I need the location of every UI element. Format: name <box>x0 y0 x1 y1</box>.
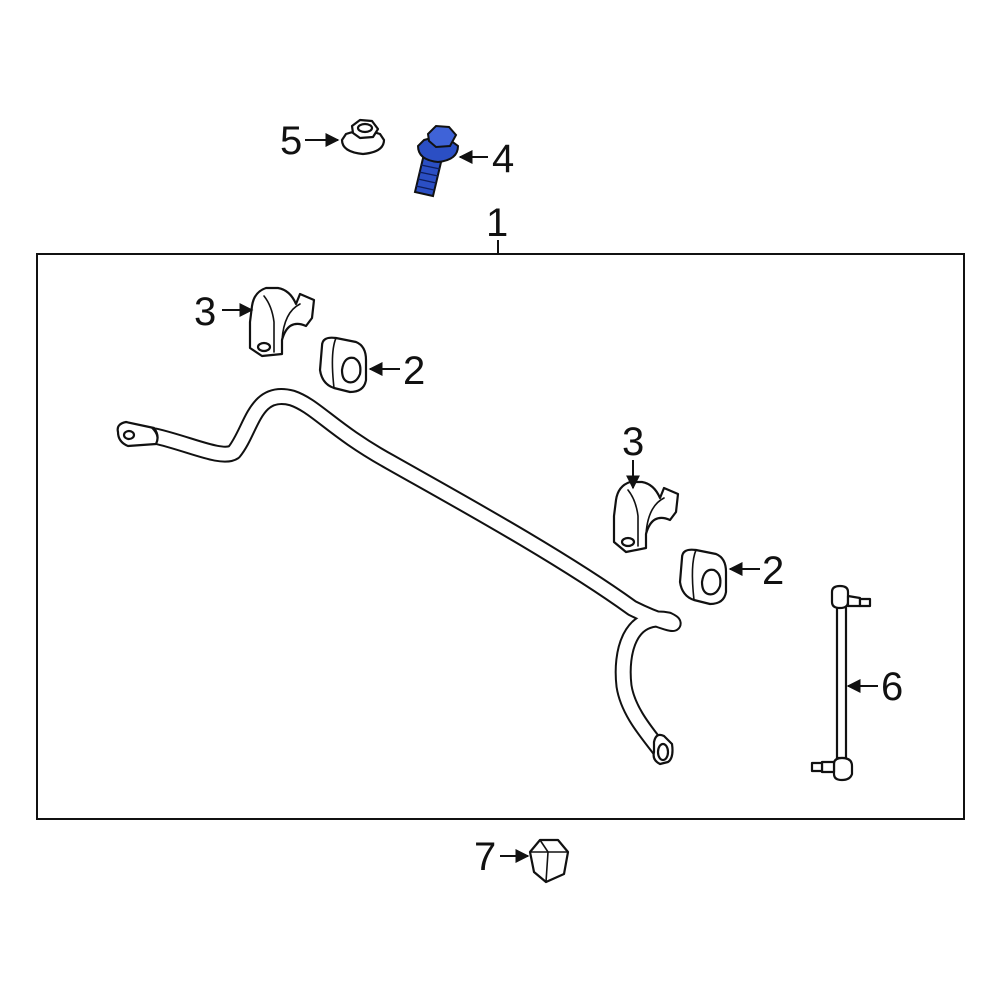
stabilizer-link-part-6[interactable] <box>810 584 872 782</box>
bracket-part-3-left[interactable] <box>248 286 316 358</box>
stabilizer-bar-part-1[interactable] <box>116 388 682 766</box>
flange-nut-part-5[interactable] <box>340 118 386 156</box>
callout-3a[interactable]: 3 <box>194 290 216 334</box>
bushing-part-2-left[interactable] <box>318 336 368 394</box>
bolt-part-4[interactable] <box>413 124 460 198</box>
callout-1[interactable]: 1 <box>486 201 508 245</box>
bracket-part-3-right[interactable] <box>612 480 680 554</box>
callout-7[interactable]: 7 <box>474 835 496 879</box>
callout-4[interactable]: 4 <box>492 137 514 181</box>
nut-part-7[interactable] <box>528 838 570 884</box>
callout-6[interactable]: 6 <box>881 665 903 709</box>
callout-2a[interactable]: 2 <box>403 349 425 393</box>
callout-2b[interactable]: 2 <box>762 549 784 593</box>
bushing-part-2-right[interactable] <box>678 548 728 606</box>
assembly-frame <box>36 253 965 820</box>
callout-5[interactable]: 5 <box>280 119 302 163</box>
callout-3b[interactable]: 3 <box>622 420 644 464</box>
